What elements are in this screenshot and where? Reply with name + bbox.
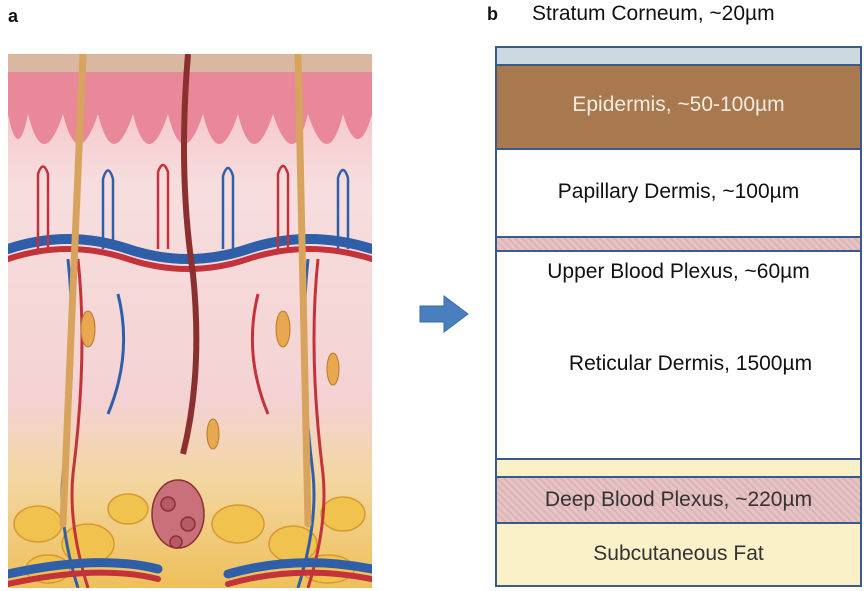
layer-epidermis: Epidermis, ~50-100µm bbox=[497, 66, 860, 150]
layer-reticular-dermis: Upper Blood Plexus, ~60µm Reticular Derm… bbox=[497, 252, 860, 460]
deep-blood-plexus-label: Deep Blood Plexus, ~220µm bbox=[497, 488, 860, 512]
layer-subcutaneous-fat: Subcutaneous Fat bbox=[497, 524, 860, 585]
sweat-gland-coil bbox=[152, 480, 204, 548]
papillary-dermis-label: Papillary Dermis, ~100µm bbox=[497, 180, 860, 204]
layer-pale-band bbox=[497, 460, 860, 478]
skin-cross-section-illustration bbox=[8, 54, 372, 588]
panel-b-letter: b bbox=[487, 4, 498, 25]
right-arrow-icon bbox=[418, 294, 470, 334]
epidermis-label: Epidermis, ~50-100µm bbox=[497, 93, 860, 117]
upper-blood-plexus-label: Upper Blood Plexus, ~60µm bbox=[497, 260, 860, 284]
layer-deep-blood-plexus: Deep Blood Plexus, ~220µm bbox=[497, 478, 860, 524]
stratum-corneum-label: Stratum Corneum, ~20µm bbox=[532, 2, 832, 26]
subcutaneous-fat-label: Subcutaneous Fat bbox=[497, 542, 860, 566]
panel-a-letter: a bbox=[8, 6, 18, 27]
reticular-dermis-label: Reticular Dermis, 1500µm bbox=[509, 352, 864, 376]
skin-layer-stack: Epidermis, ~50-100µm Papillary Dermis, ~… bbox=[495, 46, 862, 587]
layer-stratum-corneum bbox=[497, 48, 860, 66]
layer-upper-blood-plexus-band bbox=[497, 238, 860, 252]
layer-papillary-dermis: Papillary Dermis, ~100µm bbox=[497, 150, 860, 238]
